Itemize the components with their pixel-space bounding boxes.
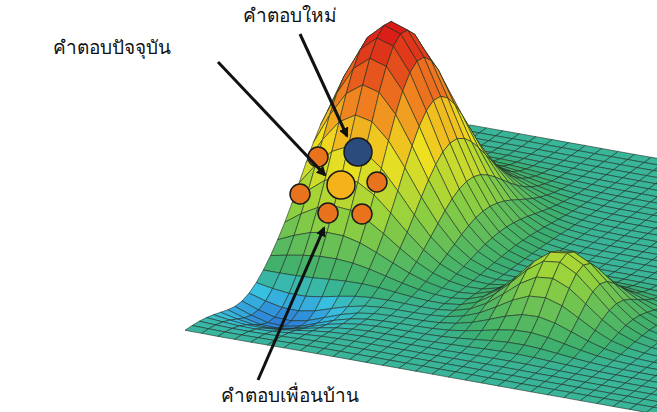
leader-arrow [218, 62, 325, 175]
leader-arrow [300, 34, 347, 136]
solution-points [290, 138, 387, 224]
neighbor-point [367, 172, 387, 192]
new-point [344, 138, 372, 166]
callout-label: คำตอบใหม่ [241, 4, 339, 27]
neighbor-point [308, 147, 328, 167]
callout-label: คำตอบเพื่อนบ้าน [219, 384, 361, 407]
current-point [327, 171, 355, 199]
neighbor-point [290, 184, 310, 204]
neighbor-point [352, 204, 372, 224]
callout-label: คำตอบปัจจุบัน [51, 36, 173, 59]
leader-arrows [218, 34, 347, 380]
surface-mesh [185, 22, 657, 412]
mesh-cell [646, 407, 657, 412]
neighbor-point [318, 203, 338, 223]
leader-arrow [258, 228, 324, 380]
